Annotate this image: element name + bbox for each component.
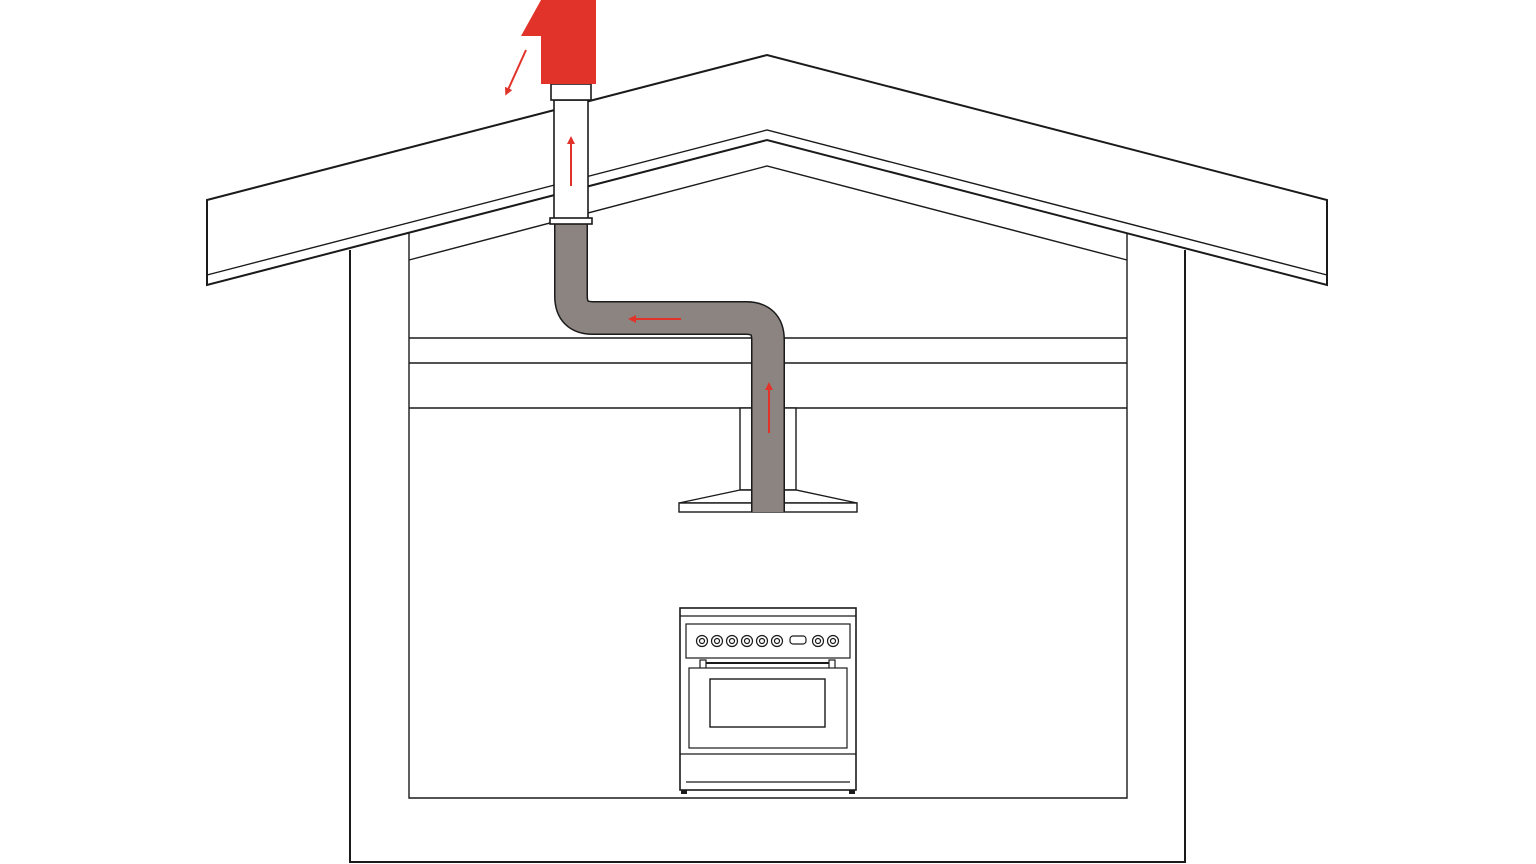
stove-knob-center [713,637,721,645]
roof-inner-line [206,129,1328,276]
stove-knob-center [698,637,706,645]
stove-knob-center [773,637,781,645]
vent-duct [554,222,785,512]
stove-knob-center [728,637,736,645]
roof [206,53,1328,287]
duct-body [555,222,784,512]
display-panel [789,635,807,645]
stove-icon [679,607,857,794]
house-walls [349,165,1186,863]
ceiling-gable [408,165,1128,261]
pipe-collar-top [550,83,592,101]
outer-wall [349,250,1186,863]
stove-knob-center [743,637,751,645]
inner-wall [408,233,1128,799]
airflow-arrows [505,49,773,433]
stove-knob-center [829,637,837,645]
oven-window [709,678,826,728]
stove-knob-center [814,637,822,645]
duct-outline [554,222,785,512]
stove-knob-center [758,637,766,645]
stove-foot-right [849,790,855,794]
airflow-arrow-icon [505,49,527,96]
stove-knobs [695,634,840,648]
chimney-cap-icon [521,0,596,84]
stove-foot-left [681,790,687,794]
roof-outer [206,53,1328,287]
pipe-collar-bottom [549,217,593,225]
